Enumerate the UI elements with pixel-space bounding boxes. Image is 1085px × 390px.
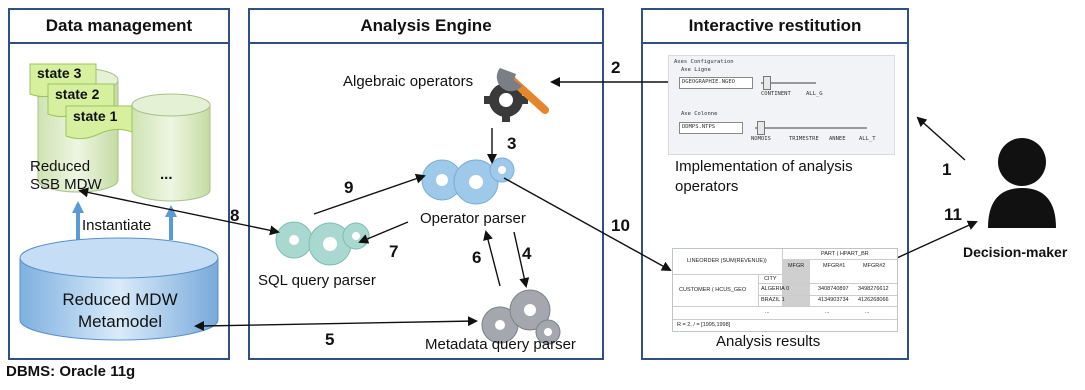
flow-number: 10 — [611, 216, 630, 235]
row-axis-tick: ALL_G — [806, 91, 823, 97]
sql-query-parser-label: SQL query parser — [258, 272, 376, 289]
flow-number: 9 — [344, 178, 354, 197]
table-sub-header: MFGR — [788, 263, 805, 269]
row-axis-select-value: DGEOGRAPHIE.NGEO — [682, 79, 735, 85]
flow-number: 3 — [507, 134, 517, 153]
col-axis-tick: ANNEE — [829, 136, 846, 142]
flow-number: 7 — [389, 242, 399, 261]
metadata-query-parser-label: Metadata query parser — [425, 336, 576, 353]
col-axis-tick: NOMOIS — [751, 136, 771, 142]
table-sub-header: MFGR#1 — [823, 263, 846, 269]
table-cell: ... — [765, 309, 770, 315]
decision-maker-label: Decision-maker — [963, 244, 1068, 260]
algebraic-operators-label: Algebraic operators — [343, 73, 474, 90]
table-cell: ALGERIA 0 — [761, 286, 790, 292]
state-label: state 1 — [73, 108, 118, 124]
table-sub-header: MFGR#2 — [863, 263, 886, 269]
col-axis-select[interactable]: DDMPS.NTPS — [679, 122, 743, 134]
axes-config-title: Axes Configuration — [674, 59, 734, 65]
metamodel-label: Reduced MDW Metamodel — [62, 290, 178, 331]
row-axis-label: Axe Ligne — [681, 67, 711, 73]
col-axis-select-value: DDMPS.NTPS — [682, 124, 716, 130]
database-cylinder-icon — [131, 93, 211, 202]
table-cell: 4134903734 — [818, 297, 849, 303]
row-axis-slider-thumb[interactable] — [763, 76, 771, 90]
flow-number: 4 — [522, 244, 532, 263]
state-document-icon — [65, 105, 133, 140]
gears-icon — [421, 157, 515, 205]
state-label: state 2 — [55, 86, 100, 102]
gears-icon — [275, 221, 370, 266]
col-axis-slider[interactable] — [755, 127, 867, 129]
table-cell: ... — [825, 309, 830, 315]
state-label: state 3 — [37, 65, 82, 81]
table-filter: R = 2, / = [1995,1998] — [677, 322, 731, 328]
reduced-ssb-label: Reduced SSB MDW — [30, 158, 102, 193]
flow-number: 5 — [325, 330, 335, 349]
col-axis-tick: TRIMESTRE — [789, 136, 819, 142]
col-axis-slider-thumb[interactable] — [757, 121, 765, 135]
table-corner-header: LINEORDER (SUM(REVENUE)) — [687, 258, 767, 264]
table-row-header: CUSTOMER ( HCUS_GEO — [679, 287, 747, 293]
panel-title: Data management — [10, 10, 228, 44]
dbms-footer: DBMS: Oracle 11g — [6, 363, 136, 380]
row-axis-tick: CONTINENT — [761, 91, 791, 97]
table-column-header: PART ( HPART_BR — [821, 251, 869, 257]
flow-number: 11 — [944, 205, 962, 224]
flow-number: 1 — [942, 160, 952, 179]
instantiate-label: Instantiate — [82, 217, 152, 234]
col-axis-tick: ALL_T — [859, 136, 876, 142]
implementation-caption: Implementation of analysis operators — [675, 158, 853, 195]
wrench-gear-icon — [484, 68, 549, 122]
metamodel-cylinder-icon — [19, 237, 219, 341]
col-axis-label: Axe Colonne — [681, 111, 718, 117]
table-city-header: CITY — [764, 276, 777, 282]
flow-number: 2 — [611, 58, 621, 77]
row-axis-slider[interactable] — [761, 82, 816, 84]
ellipsis-label: ... — [160, 166, 173, 183]
analysis-results-caption: Analysis results — [716, 333, 821, 350]
table-cell: 3408740897 — [818, 286, 849, 292]
row-axis-select[interactable]: DGEOGRAPHIE.NGEO — [679, 77, 753, 89]
analysis-results-table: LINEORDER (SUM(REVENUE)) PART ( HPART_BR… — [672, 248, 898, 332]
table-cell: 3498276612 — [858, 286, 889, 292]
flow-number: 6 — [472, 248, 482, 267]
person-icon — [988, 138, 1056, 228]
table-cell: 4126268066 — [858, 297, 889, 303]
table-cell: BRAZIL 1 — [761, 297, 785, 303]
flow-number: 8 — [230, 206, 240, 225]
panel-title: Analysis Engine — [250, 10, 602, 44]
operator-parser-label: Operator parser — [420, 210, 526, 227]
table-cell: ... — [865, 309, 870, 315]
panel-title: Interactive restitution — [643, 10, 907, 44]
axes-configuration-screenshot: Axes Configuration Axe Ligne DGEOGRAPHIE… — [668, 55, 895, 155]
